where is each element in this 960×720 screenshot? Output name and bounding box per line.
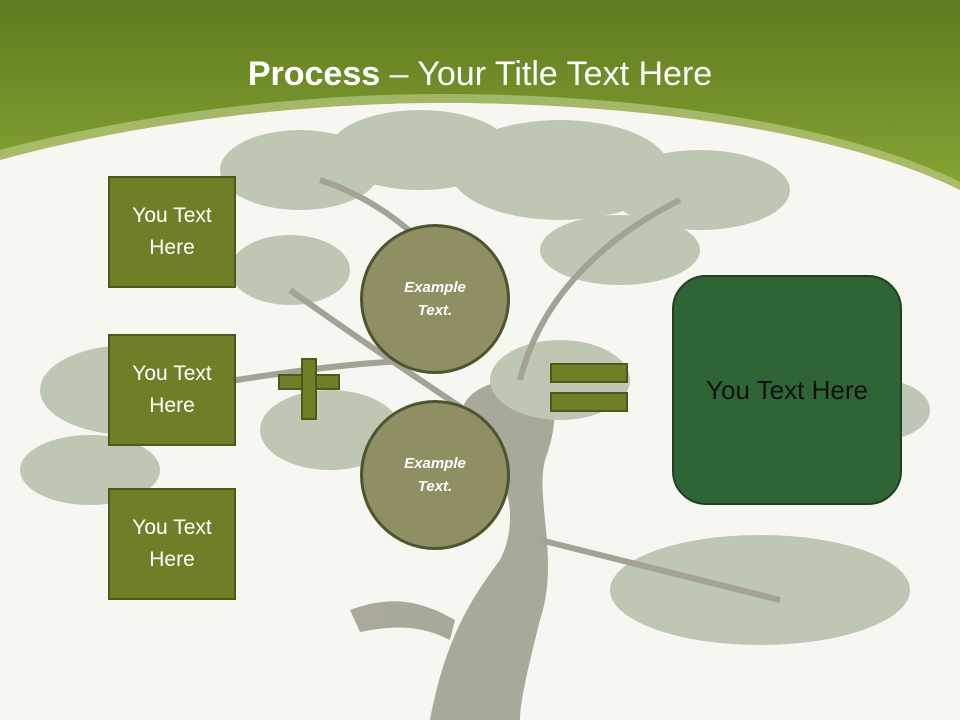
example-circle-1[interactable]: Example Text. — [360, 224, 510, 374]
left-box-1[interactable]: You Text Here — [108, 176, 236, 288]
title-bold: Process — [247, 55, 381, 93]
equals-top-bar — [550, 363, 628, 383]
left-box-1-label: You Text Here — [132, 204, 212, 259]
left-box-2[interactable]: You Text Here — [108, 334, 236, 446]
left-box-3-label: You Text Here — [132, 516, 212, 571]
left-box-3[interactable]: You Text Here — [108, 488, 236, 600]
result-box[interactable]: You Text Here — [672, 275, 902, 505]
slide-title: Process – Your Title Text Here — [0, 52, 960, 96]
example-circle-1-label: Example Text. — [404, 279, 466, 319]
title-rest: – Your Title Text Here — [380, 55, 713, 93]
result-box-label: You Text Here — [706, 374, 868, 405]
bonsai-tree-image — [20, 110, 930, 720]
equals-bottom-bar — [550, 392, 628, 412]
left-box-2-label: You Text Here — [132, 362, 212, 417]
plus-vertical-bar — [301, 358, 317, 420]
example-circle-2[interactable]: Example Text. — [360, 400, 510, 550]
example-circle-2-label: Example Text. — [404, 455, 466, 495]
